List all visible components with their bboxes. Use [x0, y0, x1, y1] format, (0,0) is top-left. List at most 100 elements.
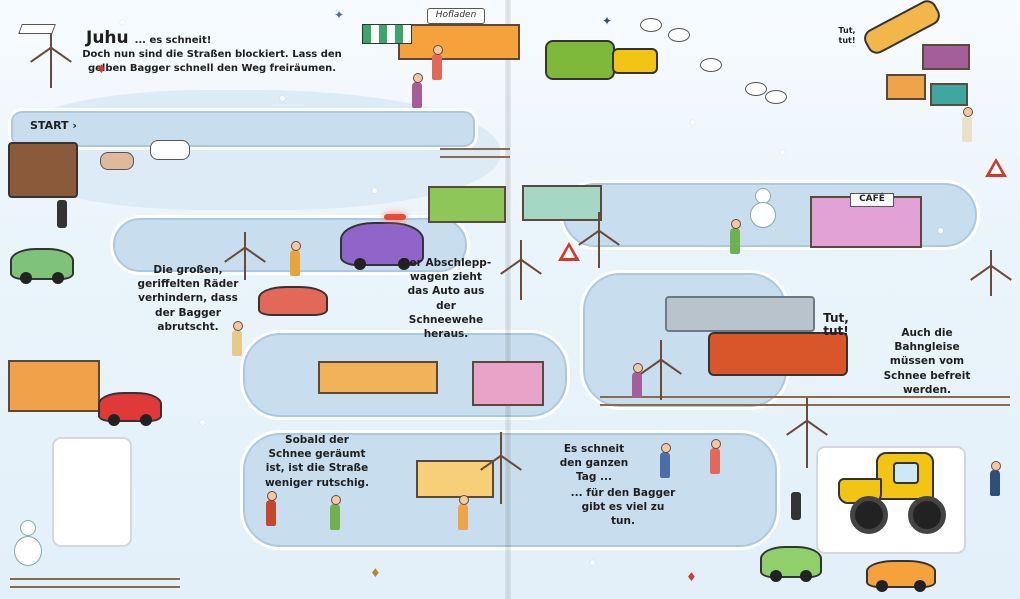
person — [660, 443, 671, 478]
house-left — [8, 330, 100, 412]
house-wall — [886, 74, 926, 100]
house-wall — [472, 361, 544, 406]
road-bottom — [240, 430, 780, 550]
house-wall — [318, 360, 438, 394]
snowflake — [690, 120, 695, 125]
wheel — [20, 272, 32, 284]
caption-tow-truck: Der Abschlepp-wagen zieht das Auto aus d… — [400, 257, 492, 340]
house-green — [428, 165, 506, 223]
person — [330, 495, 341, 530]
digger-wheel-front[interactable] — [850, 496, 888, 534]
snowflake — [200, 420, 205, 425]
sheep — [765, 90, 787, 104]
snowman-body — [14, 536, 42, 566]
house-bottom — [416, 438, 494, 498]
bird-icon: ✦ — [334, 8, 345, 22]
wheel — [52, 272, 64, 284]
wheel — [108, 414, 120, 426]
house-wall — [930, 82, 968, 106]
person — [290, 241, 301, 276]
wheel — [354, 258, 366, 270]
stone-bridge — [665, 296, 815, 332]
snowman — [750, 188, 776, 228]
book-spine — [505, 0, 511, 599]
fence — [440, 148, 510, 158]
snowflake — [120, 20, 125, 25]
snowflake — [938, 228, 943, 233]
bird-icon: ♦ — [686, 570, 697, 584]
snowman-body — [750, 202, 776, 228]
house-wall — [8, 359, 100, 412]
person — [710, 439, 721, 474]
shop-awning — [362, 24, 412, 44]
caption-less-slippery: Sobald der Schnee geräumt ist, ist die S… — [264, 434, 370, 489]
sheep — [745, 82, 767, 96]
person — [412, 73, 423, 108]
cow — [150, 140, 190, 160]
cafe-sign: CAFÉ — [850, 193, 894, 207]
wheel — [914, 580, 926, 592]
wheel — [800, 570, 812, 582]
road-top — [8, 108, 478, 150]
snowman-head — [20, 520, 36, 536]
tractor — [545, 40, 615, 80]
warning-sign — [558, 242, 580, 261]
wheel — [398, 258, 410, 270]
traffic-light — [57, 200, 67, 228]
house-wall — [428, 185, 506, 223]
shop-wall — [398, 24, 520, 60]
bare-tree — [500, 432, 502, 504]
snowflake — [780, 150, 785, 155]
house-purple — [922, 30, 970, 70]
cafe-building — [810, 166, 922, 248]
car-orange — [866, 560, 936, 592]
car-red — [98, 392, 162, 426]
bare-tree — [990, 250, 992, 296]
person — [990, 461, 1001, 496]
snowflake — [590, 560, 595, 565]
tow-truck — [340, 222, 424, 270]
bare-tree — [660, 340, 662, 400]
fence — [10, 578, 180, 588]
sheep — [640, 18, 662, 32]
sheep — [668, 28, 690, 42]
caption-snowing-all-day: Es schneit den ganzen Tag ... — [559, 443, 629, 484]
sheep — [700, 58, 722, 72]
house-mint — [522, 165, 602, 221]
bare-tree — [520, 240, 522, 300]
fence — [600, 396, 1010, 406]
car-in-snowdrift — [258, 286, 328, 316]
shop-sign: Hofladen — [427, 8, 485, 24]
left-cutout-slot — [52, 437, 132, 547]
title-main: Juhu — [86, 28, 129, 48]
start-label: START › — [30, 119, 77, 132]
train-sound-top: Tut, tut! — [838, 26, 856, 45]
car-green — [10, 248, 74, 284]
house-wall — [922, 44, 970, 70]
warning-sign — [985, 158, 1007, 177]
bare-tree — [806, 398, 808, 468]
person — [962, 107, 973, 142]
traffic-light — [791, 492, 801, 520]
wheel — [140, 414, 152, 426]
title-small: ... es schneit! — [134, 35, 212, 46]
wheel — [876, 580, 888, 592]
start-arrow-icon: › — [72, 119, 77, 132]
bird-icon: ♦ — [370, 566, 381, 580]
person — [232, 321, 243, 356]
bare-tree — [598, 212, 600, 268]
cattle-truck — [8, 142, 78, 198]
person — [432, 45, 443, 80]
page-title: Juhu ... es schneit! — [86, 28, 211, 48]
house-terrace — [318, 342, 438, 394]
wheel — [770, 570, 782, 582]
warning-light — [384, 214, 406, 220]
digger-wheel-rear[interactable] — [908, 496, 946, 534]
snowflake — [372, 188, 377, 193]
bird-icon: ♦ — [96, 62, 107, 76]
house-wall — [416, 459, 494, 498]
person — [266, 491, 277, 526]
bare-tree — [244, 232, 246, 280]
trailer-hay — [612, 48, 658, 74]
caption-much-to-do: ... für den Bagger gibt es viel zu tun. — [570, 487, 676, 528]
